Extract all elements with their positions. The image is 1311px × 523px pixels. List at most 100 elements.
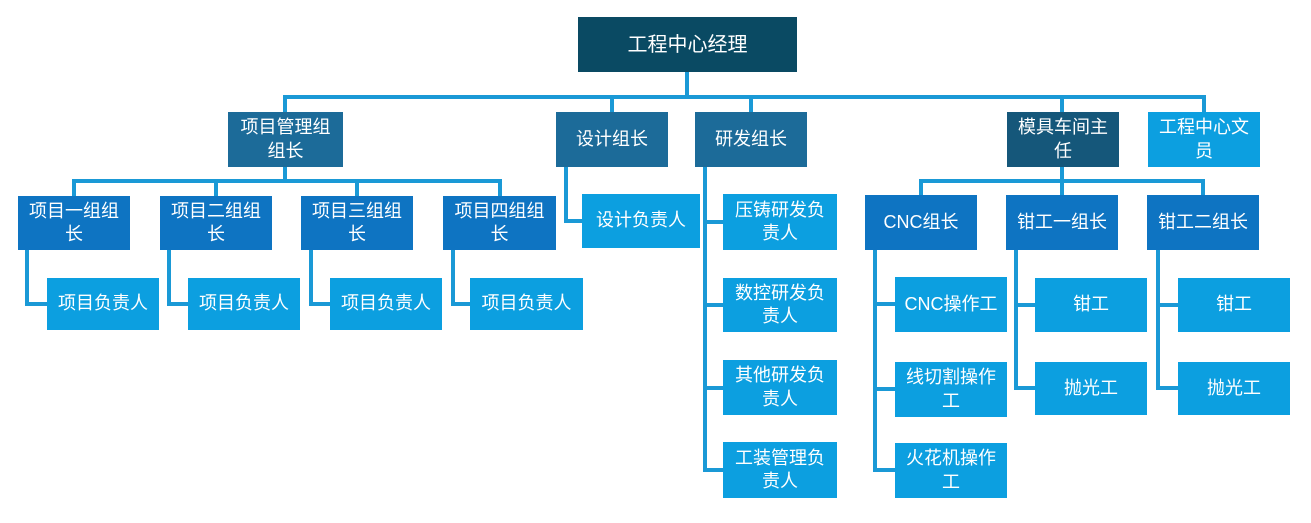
org-node-cnc-rd-manager: 数控研发负责人 [723, 278, 837, 332]
org-node-project-management-group-leader: 项目管理组组长 [228, 112, 343, 167]
connector-segment [1014, 303, 1035, 307]
connector-segment [873, 250, 877, 472]
connector-segment [72, 179, 502, 183]
connector-segment [355, 179, 359, 196]
connector-segment [451, 302, 470, 306]
org-node-label: 钳工一组长 [1017, 211, 1107, 232]
connector-segment [309, 302, 330, 306]
org-node-project-group1-leader: 项目一组组长 [18, 196, 130, 250]
org-node-label: 钳工 [1216, 294, 1252, 315]
connector-segment [873, 302, 895, 306]
connector-segment [703, 220, 723, 224]
connector-segment [1014, 386, 1035, 390]
connector-segment [167, 302, 188, 306]
connector-segment [564, 167, 568, 223]
org-node-engineering-center-manager: 工程中心经理 [578, 17, 797, 72]
connector-segment [703, 167, 707, 472]
org-node-wirecut-operator: 线切割操作工 [895, 362, 1007, 417]
org-node-project-manager-1: 项目负责人 [47, 278, 159, 330]
org-node-label: 钳工 [1073, 294, 1109, 315]
connector-segment [685, 72, 689, 97]
org-node-label: 研发组长 [715, 128, 787, 149]
org-node-other-rd-manager: 其他研发负责人 [723, 360, 837, 415]
org-node-tooling-management-manager: 工装管理负责人 [723, 442, 837, 498]
org-node-project-manager-3: 项目负责人 [330, 278, 442, 330]
org-node-label: 项目三组组长 [312, 200, 402, 244]
connector-segment [1060, 167, 1064, 181]
org-node-label: 设计负责人 [596, 210, 686, 231]
org-node-fitter-group1-leader: 钳工一组长 [1006, 195, 1118, 250]
connector-segment [564, 219, 582, 223]
connector-segment [1060, 179, 1064, 195]
org-node-cnc-operator: CNC操作工 [895, 277, 1007, 332]
org-node-label: 火花机操作工 [906, 448, 996, 492]
connector-segment [283, 95, 1206, 99]
connector-segment [498, 179, 502, 196]
connector-segment [919, 179, 923, 195]
org-node-project-manager-2: 项目负责人 [188, 278, 300, 330]
connector-segment [283, 95, 287, 112]
org-node-project-group4-leader: 项目四组组长 [443, 196, 556, 250]
connector-segment [749, 95, 753, 112]
connector-segment [309, 250, 313, 306]
org-node-cnc-group-leader: CNC组长 [865, 195, 977, 250]
org-node-rd-group-leader: 研发组长 [695, 112, 807, 167]
org-node-label: 工程中心文员 [1159, 117, 1249, 161]
connector-segment [1156, 303, 1178, 307]
org-node-label: 抛光工 [1207, 377, 1261, 398]
connector-segment [1201, 179, 1205, 195]
org-node-label: CNC组长 [883, 211, 959, 232]
connector-segment [703, 303, 723, 307]
org-node-label: CNC操作工 [904, 293, 998, 314]
org-node-label: 项目一组组长 [29, 200, 119, 244]
connector-segment [1014, 250, 1018, 390]
connector-segment [1156, 250, 1160, 390]
connector-segment [283, 167, 287, 181]
connector-segment [610, 95, 614, 112]
connector-segment [1156, 386, 1178, 390]
connector-segment [25, 302, 47, 306]
org-node-label: 项目管理组组长 [240, 117, 331, 161]
connector-segment [703, 386, 723, 390]
org-node-project-group2-leader: 项目二组组长 [160, 196, 272, 250]
org-node-fitter-1: 钳工 [1035, 278, 1147, 332]
org-node-mold-workshop-director: 模具车间主任 [1007, 112, 1119, 167]
org-node-label: 项目负责人 [58, 293, 148, 314]
org-node-label: 设计组长 [576, 128, 648, 149]
org-node-label: 线切割操作工 [906, 367, 996, 411]
org-node-label: 项目负责人 [481, 293, 572, 314]
connector-segment [451, 250, 455, 306]
connector-segment [167, 250, 171, 306]
org-node-label: 项目负责人 [199, 293, 289, 314]
org-node-fitter-2: 钳工 [1178, 278, 1290, 332]
org-node-diecast-rd-manager: 压铸研发负责人 [723, 194, 837, 250]
connector-segment [1060, 95, 1064, 112]
org-node-label: 模具车间主任 [1018, 117, 1108, 161]
org-node-polisher-2: 抛光工 [1178, 362, 1290, 415]
connector-segment [873, 387, 895, 391]
connector-segment [873, 468, 895, 472]
connector-segment [25, 250, 29, 306]
org-node-project-group3-leader: 项目三组组长 [301, 196, 413, 250]
org-node-label: 工装管理负责人 [735, 447, 825, 491]
org-node-design-group-leader: 设计组长 [556, 112, 668, 167]
org-node-edm-operator: 火花机操作工 [895, 443, 1007, 498]
org-node-label: 工程中心经理 [627, 33, 748, 56]
org-node-project-manager-4: 项目负责人 [470, 278, 583, 330]
org-node-label: 其他研发负责人 [735, 365, 825, 409]
org-node-label: 数控研发负责人 [735, 282, 825, 326]
org-node-label: 项目四组组长 [454, 200, 545, 244]
org-node-engineering-center-clerk: 工程中心文员 [1148, 112, 1260, 167]
org-node-fitter-group2-leader: 钳工二组长 [1147, 195, 1259, 250]
org-node-label: 压铸研发负责人 [735, 199, 825, 243]
connector-segment [214, 179, 218, 196]
org-node-label: 钳工二组长 [1158, 211, 1248, 232]
org-node-label: 项目二组组长 [171, 200, 261, 244]
org-node-design-manager: 设计负责人 [582, 194, 700, 248]
org-node-label: 项目负责人 [341, 293, 431, 314]
connector-segment [1202, 95, 1206, 112]
connector-segment [72, 179, 76, 196]
connector-segment [703, 468, 723, 472]
org-node-label: 抛光工 [1064, 377, 1118, 398]
